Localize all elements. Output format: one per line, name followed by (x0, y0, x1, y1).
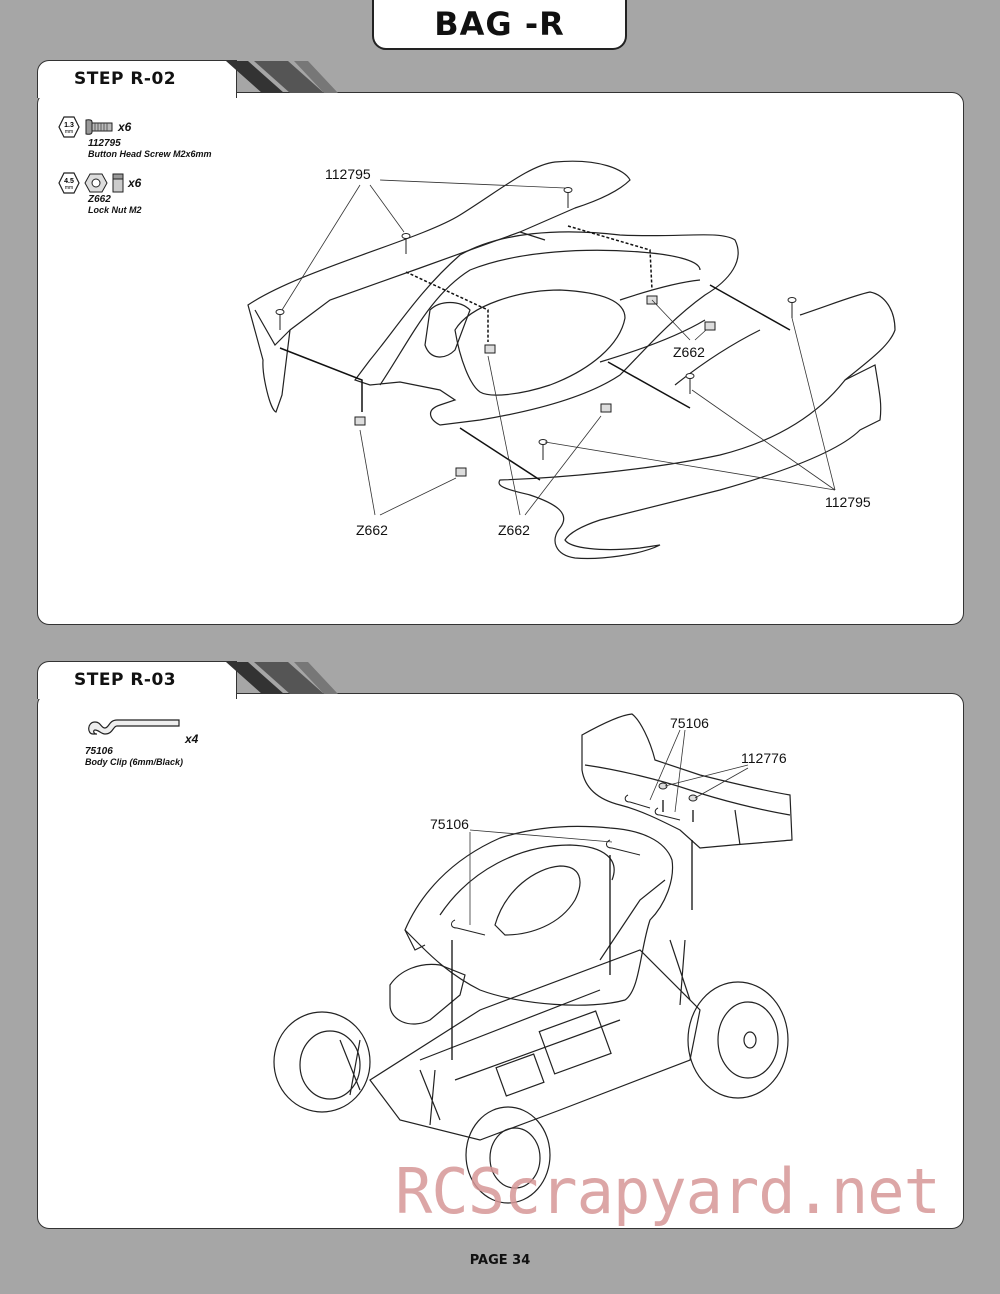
chassis-r03-drawing (273, 879, 789, 1204)
clip-75106 (654, 807, 681, 821)
step-r03-part-1: x4 75106 Body Clip (6mm/Black) (85, 716, 198, 767)
body-r03-drawing (389, 825, 674, 1025)
step-r03-tab: STEP R-03 (37, 661, 237, 699)
guide-lines-r02 (279, 225, 791, 481)
guide-lines-r03 (451, 800, 694, 1060)
part-2-size-unit: mm (65, 185, 73, 191)
callout-112795-top: 112795 (325, 166, 371, 182)
leader-lines-r02 (281, 179, 836, 516)
nut-z662 (600, 403, 612, 413)
part-1-qty: x6 (118, 120, 132, 134)
callout-75106-body: 75106 (430, 816, 469, 832)
step-r02-stripes (226, 61, 338, 93)
step-r02-tab: STEP R-02 (37, 60, 237, 98)
hex-wrench-screw-icon (85, 119, 113, 135)
callout-112776: 112776 (741, 750, 787, 766)
clips-r03 (451, 794, 681, 936)
part-2-code: Z662 (88, 194, 111, 205)
step-r03-label: STEP R-03 (74, 670, 177, 690)
page-number: PAGE 34 (469, 1253, 531, 1268)
hex-wrench-size-icon: 1.3 mm (58, 116, 80, 138)
screw-112795 (563, 187, 573, 208)
screws-r03 (658, 782, 698, 802)
part-2-size: 4.5 (64, 178, 74, 185)
step-r02-label: STEP R-02 (74, 69, 177, 89)
body-clip-icon (88, 719, 180, 735)
callout-z662-right: Z662 (673, 344, 705, 360)
step-r02-part-1: 1.3 mm x6 112795 Button Head Screw M2x6m… (58, 116, 212, 159)
nut-z662 (704, 321, 716, 331)
screw-112795 (275, 309, 285, 330)
callout-75106-wing: 75106 (670, 715, 709, 731)
clip-75106 (606, 839, 641, 856)
part-1-name: Button Head Screw M2x6mm (88, 149, 212, 159)
rear-wing-drawing (498, 291, 896, 559)
screw-112795 (401, 233, 411, 254)
nut-z662 (484, 344, 496, 354)
step-r02-panel (37, 92, 964, 625)
wing-r03-drawing (581, 713, 793, 849)
screws-r02 (275, 187, 797, 460)
nut-z662 (455, 467, 467, 477)
part-1-code: 112795 (88, 138, 121, 149)
part-2-qty: x6 (128, 176, 142, 190)
body-shell-drawing (354, 231, 739, 426)
screw-112795 (685, 373, 695, 394)
screw-112795 (787, 297, 797, 318)
watermark: RCScrapyard.net (395, 1155, 941, 1228)
clip-75106 (451, 919, 486, 936)
nut-z662 (354, 416, 366, 426)
callout-112795-bottom: 112795 (825, 494, 871, 510)
step-r03-stripes (226, 662, 338, 694)
part-3-qty: x4 (185, 732, 199, 746)
callout-z662-left: Z662 (356, 522, 388, 538)
part-2-name: Lock Nut M2 (88, 205, 142, 215)
part-1-size-unit: mm (65, 129, 73, 135)
part-3-code: 75106 (85, 746, 113, 757)
bag-title-tab: BAG -R (372, 0, 627, 50)
clip-75106 (624, 794, 651, 809)
screw-112776 (658, 782, 668, 790)
part-1-size: 1.3 (64, 122, 74, 129)
callout-z662-middle: Z662 (498, 522, 530, 538)
lock-nut-side-icon (112, 173, 124, 193)
part-3-name: Body Clip (6mm/Black) (85, 757, 184, 767)
screw-112776 (688, 794, 698, 802)
bag-title: BAG -R (434, 5, 565, 43)
hex-wrench-size-icon: 4.5 mm (58, 172, 80, 194)
front-wing-drawing (247, 160, 631, 413)
leader-lines-r03 (469, 729, 749, 925)
lock-nut-icon (84, 173, 108, 193)
step-r02-part-2: 4.5 mm x6 Z662 Lock Nut M2 (58, 172, 142, 215)
step-r03-panel (37, 693, 964, 1229)
